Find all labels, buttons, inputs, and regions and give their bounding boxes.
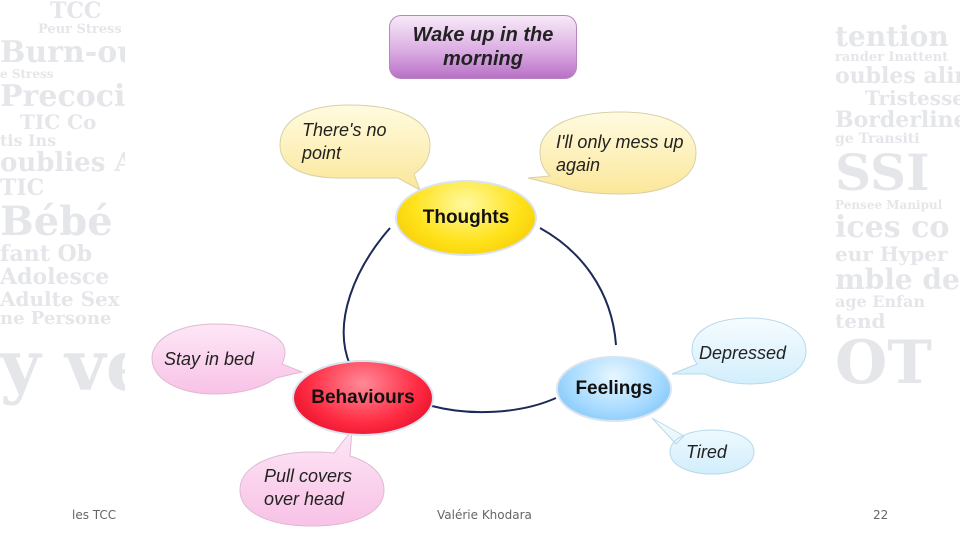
bubble-stay-in-bed-shape (151, 323, 304, 395)
footer-left-text: les TCC (72, 508, 117, 522)
bg-word: ge Transiti (835, 131, 920, 148)
background-word-cloud-right: tention rander Inattent oubles alir Tris… (835, 0, 960, 540)
connector-behaviours-feelings (431, 397, 557, 414)
bg-word: TIC Co (20, 110, 97, 135)
bubble-no-point-shape (279, 104, 431, 192)
bg-word: oubles alir (835, 63, 960, 90)
bubble-tired: Tired (686, 442, 727, 462)
bubble-mess-up-shape (527, 111, 697, 195)
node-feelings: Feelings (556, 356, 672, 422)
bubble-stay-in-bed: Stay in bed (164, 349, 255, 369)
bubble-depressed: Depressed (699, 343, 787, 363)
bg-word: e Stress (0, 67, 54, 82)
bg-word: OT (835, 327, 932, 398)
bg-word: tend (835, 308, 886, 333)
bg-word: y ve (0, 323, 125, 407)
bg-word: eur Hyper (835, 241, 948, 266)
bg-word: Adulte Sex (0, 286, 120, 311)
footer-page-number: 22 (873, 508, 889, 522)
bg-word: mble de (835, 262, 960, 296)
connector-thoughts-behaviours (342, 227, 391, 366)
node-thoughts: Thoughts (395, 180, 537, 256)
bg-word: Borderline (835, 107, 960, 134)
bg-word: ne Persone (0, 307, 112, 329)
bg-word: Bébé (0, 197, 113, 245)
bg-word: tis Ins (0, 131, 57, 151)
bubble-pull-covers: Pull covers over head (264, 466, 353, 510)
footer-author: Valérie Khodara (437, 508, 532, 522)
bg-word: ices co (835, 210, 950, 245)
bg-word: Precocite (0, 78, 125, 114)
bg-word: tention (835, 20, 949, 53)
bg-word: Peur Stress (38, 22, 122, 38)
bg-word: age Enfan (835, 291, 926, 311)
bubble-no-point: There's no point (302, 120, 387, 164)
bg-word: oublies A (0, 148, 125, 179)
bubble-pull-covers-shape (239, 428, 385, 527)
bg-word: Pensee Manipul (835, 198, 943, 213)
bg-word: TIC (0, 175, 45, 202)
connector-thoughts-feelings (539, 227, 617, 346)
background-word-cloud-left: TCC Peur Stress Burn-out e Stress Precoc… (0, 0, 125, 540)
diagram-title: Wake up in the morning (389, 15, 577, 79)
bg-word: Adolesce (0, 263, 110, 290)
bg-word: rander Inattent (835, 50, 949, 66)
node-behaviours: Behaviours (292, 360, 434, 436)
bg-word: Tristesse (865, 86, 960, 111)
bubble-depressed-shape (671, 317, 807, 385)
bg-word: Burn-out (0, 34, 125, 70)
bg-word: fant Ob (0, 240, 93, 267)
bubble-mess-up: I'll only mess up again (556, 132, 684, 176)
bubble-tired-shape (651, 417, 755, 475)
bg-word: SSI (835, 142, 930, 202)
bg-word: TCC (50, 0, 102, 24)
